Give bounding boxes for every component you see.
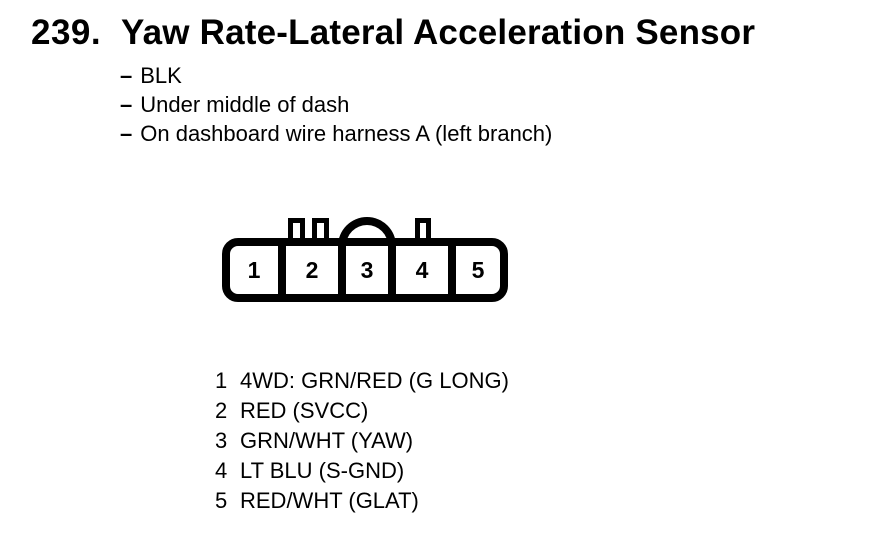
page-title: Yaw Rate-Lateral Acceleration Sensor: [121, 13, 756, 52]
cavity-divider: [388, 239, 396, 301]
figure-number: 239.: [31, 13, 102, 52]
connector-tab-icon: [288, 218, 305, 242]
note-text-color: BLK: [140, 63, 182, 88]
connector-tab-icon: [415, 218, 431, 242]
pin-legend: 1 4WD: GRN/RED (G LONG) 2 RED (SVCC) 3 G…: [215, 368, 509, 518]
pin-number: 3: [215, 428, 228, 453]
cavity-number-3: 3: [360, 257, 374, 283]
cavity-divider: [338, 239, 346, 301]
cavity-number-4: 4: [415, 257, 429, 283]
cavity-divider: [278, 239, 286, 301]
note-line: – Under middle of dash: [120, 92, 552, 121]
pin-row: 5 RED/WHT (GLAT): [215, 488, 509, 518]
note-line: – BLK: [120, 63, 552, 92]
pin-number: 2: [215, 398, 228, 423]
note-dash: –: [120, 63, 133, 88]
note-dash: –: [120, 92, 133, 117]
pin-row: 1 4WD: GRN/RED (G LONG): [215, 368, 509, 398]
pin-number: 4: [215, 458, 228, 483]
cavity-number-2: 2: [305, 257, 319, 283]
connector-body: [222, 238, 508, 302]
note-text-harness: On dashboard wire harness A (left branch…: [140, 121, 553, 146]
pin-row: 2 RED (SVCC): [215, 398, 509, 428]
note-line: – On dashboard wire harness A (left bran…: [120, 121, 552, 150]
connector-tab-icon: [312, 218, 329, 242]
pin-number: 1: [215, 368, 228, 393]
note-text-location: Under middle of dash: [140, 92, 350, 117]
pin-row: 3 GRN/WHT (YAW): [215, 428, 509, 458]
connector-diagram: 1 2 3 4 5: [222, 216, 508, 304]
cavity-divider: [448, 239, 456, 301]
pin-wire-label: RED (SVCC): [240, 398, 369, 423]
cavity-number-1: 1: [247, 257, 261, 283]
pin-row: 4 LT BLU (S-GND): [215, 458, 509, 488]
pin-wire-label: GRN/WHT (YAW): [240, 428, 414, 453]
pin-wire-label: 4WD: GRN/RED (G LONG): [240, 368, 509, 393]
note-dash: –: [120, 121, 133, 146]
pin-wire-label: RED/WHT (GLAT): [240, 488, 419, 513]
pin-wire-label: LT BLU (S-GND): [240, 458, 405, 483]
notes-list: – BLK – Under middle of dash – On dashbo…: [120, 63, 552, 150]
pin-number: 5: [215, 488, 228, 513]
cavity-number-5: 5: [471, 257, 485, 283]
